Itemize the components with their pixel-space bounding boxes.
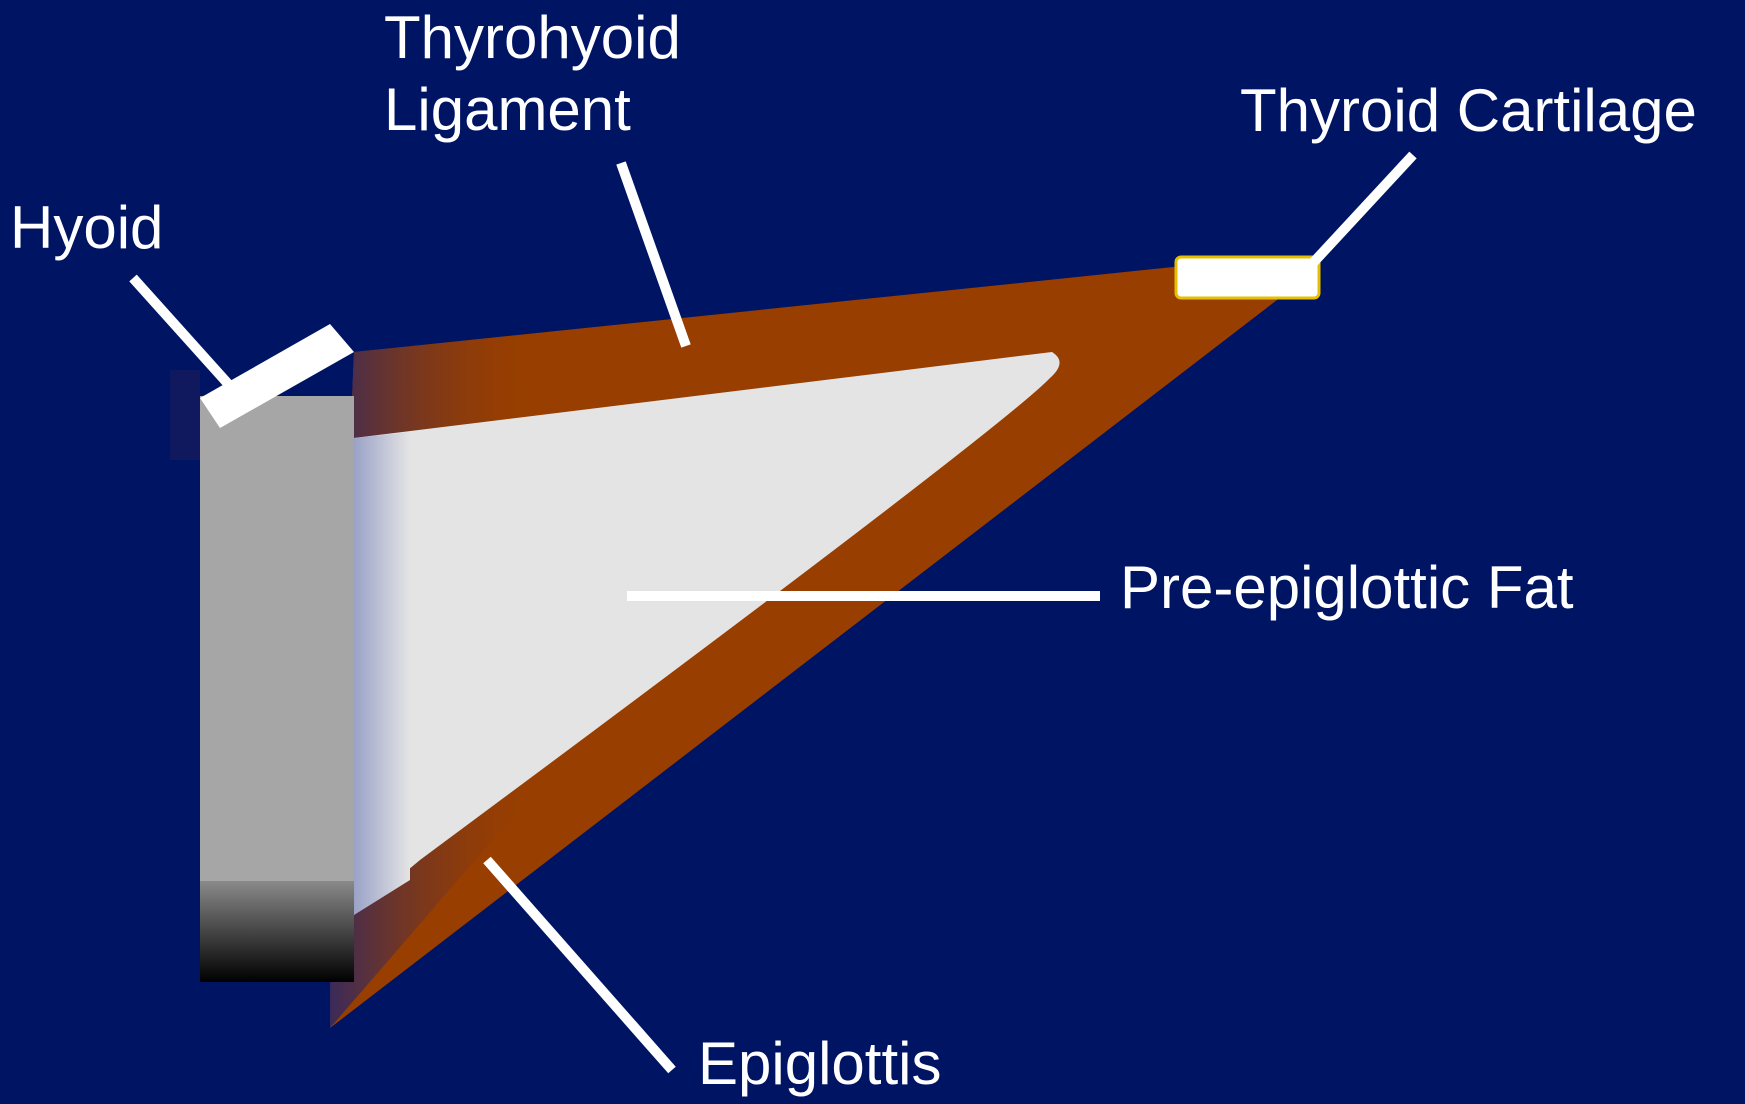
label-hyoid: Hyoid (10, 192, 163, 264)
hyoid-bone (200, 396, 354, 881)
leader-line-hyoid (133, 278, 230, 386)
label-thyrohyoid-line2: Ligament (384, 74, 681, 146)
leader-line-thyrohyoid (621, 163, 686, 346)
fat-edge-shade (354, 432, 410, 915)
thyroid-cartilage-marker (1176, 257, 1319, 298)
label-pre-epiglottic-fat: Pre-epiglottic Fat (1120, 552, 1574, 624)
label-thyrohyoid-ligament: Thyrohyoid Ligament (384, 2, 681, 146)
leader-line-epiglottis (487, 860, 672, 1070)
hyoid-bone-base (200, 881, 354, 982)
leader-line-thyroid-cartilage (1312, 155, 1413, 264)
label-thyroid-cartilage: Thyroid Cartilage (1240, 75, 1697, 147)
label-thyrohyoid-line1: Thyrohyoid (384, 2, 681, 74)
label-epiglottis: Epiglottis (698, 1028, 941, 1100)
hyoid-shadow (170, 370, 200, 460)
